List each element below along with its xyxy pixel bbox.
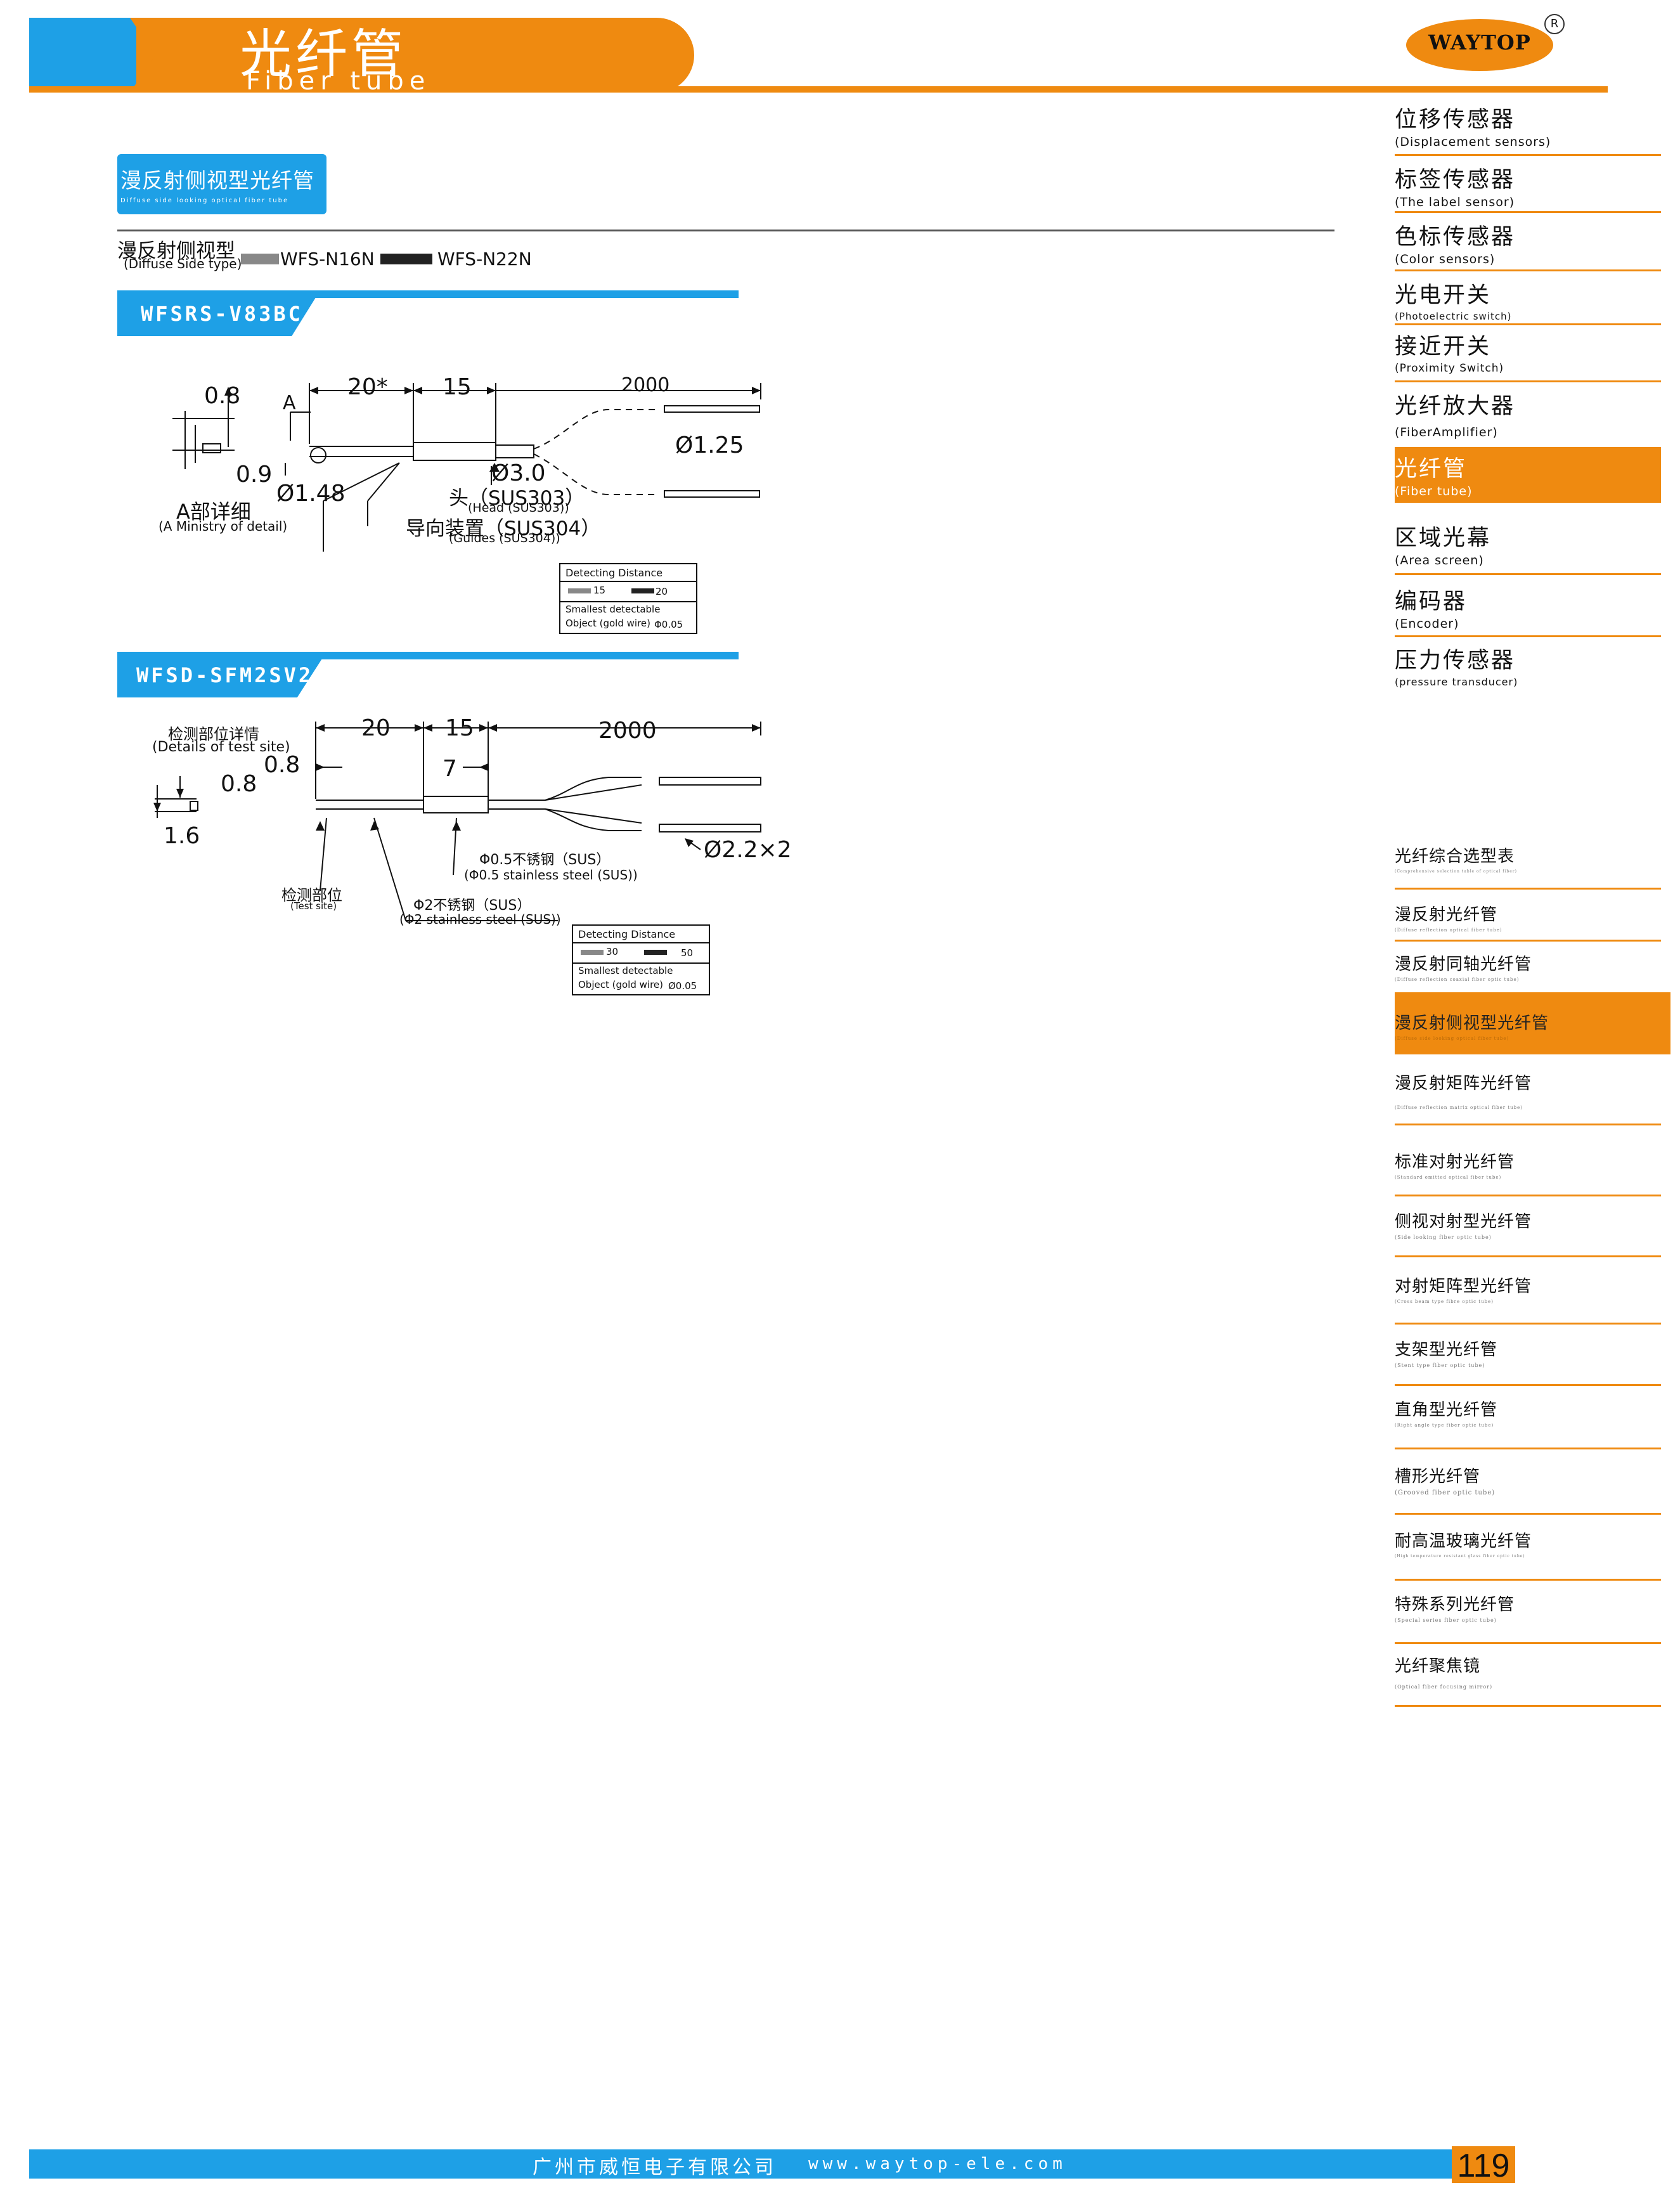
p1-spec-table: Detecting Distance 15 20 Smallest detect…	[559, 563, 697, 634]
product2-drawing	[153, 722, 761, 921]
nav-item-label-sensor[interactable]: 标签传感器 (The label sensor)	[1395, 162, 1661, 213]
nav-item-encoder[interactable]: 编码器 (Encoder)	[1395, 583, 1661, 637]
p1-head-label-en: (Head (SUS303))	[468, 501, 569, 515]
subnav-item-special-series[interactable]: 特殊系列光纤管 (Special series fiber optic tube…	[1395, 1591, 1661, 1644]
p2-ss2-label: Φ2不锈钢（SUS）	[413, 898, 531, 914]
p1-dim-20: 20*	[347, 374, 388, 400]
nav-item-pressure-transducer[interactable]: 压力传感器 (pressure transducer)	[1395, 648, 1518, 688]
product1-drawing	[172, 383, 761, 552]
p2-dim-7: 7	[443, 756, 457, 782]
p1-guide-label-en: (Guides (SUS304))	[449, 531, 560, 545]
p2-spec-table: Detecting Distance 30 50 Smallest detect…	[572, 924, 710, 995]
type-label-en: (Diffuse Side type)	[124, 256, 242, 271]
footer-bar	[29, 2149, 1468, 2179]
subnav-item-diffuse-side-active[interactable]: 漫反射侧视型光纤管 (Diffuse side looking optical …	[1395, 992, 1670, 1054]
p2-ss2-label-en: (Φ2 stainless steel (SUS))	[399, 912, 561, 927]
p2-ss05-label: Φ0.5不锈钢（SUS）	[479, 852, 611, 868]
subnav-item-stent[interactable]: 支架型光纤管 (Stent type fiber optic tube)	[1395, 1337, 1661, 1386]
legend-swatch-black	[380, 254, 432, 264]
nav-item-displacement-sensors[interactable]: 位移传感器 (Displacement sensors)	[1395, 101, 1661, 156]
page-number: 119	[1457, 2147, 1510, 2184]
p1-dim-3-0: Ø3.0	[491, 460, 546, 486]
subnav-item-right-angle[interactable]: 直角型光纤管 (Right angle type fiber optic tub…	[1395, 1397, 1661, 1449]
section-title: 漫反射侧视型光纤管	[120, 168, 314, 193]
p2-test-site-label-en: (Test site)	[290, 900, 337, 912]
p1-dim-1-48: Ø1.48	[276, 481, 346, 507]
page-number-box	[1452, 2146, 1515, 2183]
page-title: 光纤管	[240, 24, 408, 84]
section-title-box	[117, 154, 326, 214]
p2-dim-15: 15	[445, 715, 474, 741]
p2-site-detail-label: 检测部位详情	[168, 725, 259, 743]
p1-dim-15: 15	[443, 374, 472, 400]
subnav-item-high-temp-glass[interactable]: 耐高温玻璃光纤管 (High temperature resistant gla…	[1395, 1528, 1661, 1581]
p1-detail-label-en: (A Ministry of detail)	[158, 519, 288, 534]
header-rule	[29, 86, 1608, 93]
subnav-item-thrubeam-matrix[interactable]: 对射矩阵型光纤管 (Cross beam type fibre optic tu…	[1395, 1273, 1661, 1325]
p1-guide-label: 导向装置（SUS304）	[406, 517, 601, 540]
subnav-item-grooved[interactable]: 槽形光纤管 (Grooved fiber optic tube)	[1395, 1463, 1661, 1515]
p2-dim-0-8-detail: 0.8	[221, 771, 257, 797]
p2-ss05-label-en: (Φ0.5 stainless steel (SUS))	[464, 867, 638, 883]
nav-item-area-screen[interactable]: 区域光幕 (Area screen)	[1395, 520, 1661, 575]
brand-logo	[1406, 19, 1553, 71]
header-orange-tab	[136, 18, 694, 93]
header-chevron-icon	[130, 18, 168, 93]
nav-item-proximity-switch[interactable]: 接近开关 (Proximity Switch)	[1395, 328, 1661, 382]
subnav-item-side-thrubeam[interactable]: 侧视对射型光纤管 (Side looking fiber optic tube)	[1395, 1208, 1661, 1257]
p2-dim-1-6: 1.6	[164, 823, 200, 849]
p1-dim-2000: 2000	[621, 374, 670, 396]
product1-model: WFSRS-V83BC	[141, 302, 303, 326]
subnav-item-diffuse-coaxial[interactable]: 漫反射同轴光纤管 (Diffuse reflection coaxial fib…	[1395, 955, 1532, 982]
p2-site-detail-label-en: (Details of test site)	[152, 739, 290, 755]
nav-item-fiber-tube[interactable]: 光纤管 (Fiber tube)	[1395, 447, 1661, 503]
legend-model-2: WFS-N22N	[437, 249, 532, 269]
footer-company: 广州市威恒电子有限公司	[533, 2156, 777, 2179]
legend-swatch-gray	[241, 254, 279, 264]
p2-test-site-label: 检测部位	[281, 886, 342, 904]
p1-dim-a: A	[283, 392, 296, 414]
p2-dim-2000: 2000	[598, 718, 657, 744]
p1-dim-0-9: 0.9	[236, 462, 273, 488]
section-subtitle: Diffuse side looking optical fiber tube	[120, 197, 289, 204]
page-subtitle: Fiber tube	[246, 67, 431, 96]
brand-logo-text: WAYTOP	[1428, 30, 1531, 55]
p1-dim-1-25: Ø1.25	[675, 432, 744, 458]
subnav-item-diffuse-matrix[interactable]: 漫反射矩阵光纤管 (Diffuse reflection matrix opti…	[1395, 1070, 1661, 1125]
product2-banner	[117, 652, 326, 697]
p2-dim-0-8: 0.8	[264, 752, 300, 778]
footer-url[interactable]: www.waytop-ele.com	[808, 2154, 1067, 2173]
p2-dim-20: 20	[361, 715, 391, 741]
section-rule	[117, 230, 1334, 231]
registered-mark-icon: R	[1544, 14, 1565, 34]
nav-item-color-sensors[interactable]: 色标传感器 (Color sensors)	[1395, 219, 1661, 271]
subnav-item-diffuse[interactable]: 漫反射光纤管 (Diffuse reflection optical fiber…	[1395, 902, 1661, 942]
product2-model: WFSD-SFM2SV2	[136, 663, 314, 687]
nav-item-fiber-amplifier[interactable]: 光纤放大器 (FiberAmplifier)	[1395, 394, 1516, 439]
p1-detail-label: A部详细	[176, 500, 251, 524]
product1-banner	[117, 290, 320, 336]
subnav-item-focusing-mirror[interactable]: 光纤聚焦镜 (Optical fiber focusing mirror)	[1395, 1653, 1661, 1707]
subnav-item-standard-thrubeam[interactable]: 标准对射光纤管 (Standard emitted optical fiber …	[1395, 1149, 1661, 1196]
nav-item-photoelectric-switch[interactable]: 光电开关 (Photoelectric switch)	[1395, 277, 1661, 325]
subnav-item-selection-table[interactable]: 光纤综合选型表 (Comprehensive selection table o…	[1395, 843, 1661, 890]
p2-dim-2-2x2: Ø2.2×2	[704, 837, 792, 863]
legend-model-1: WFS-N16N	[280, 249, 375, 269]
type-label-cn: 漫反射侧视型	[117, 240, 235, 262]
p1-head-label: 头（SUS303）	[449, 487, 585, 510]
p1-dim-0-8: 0.8	[204, 383, 241, 409]
